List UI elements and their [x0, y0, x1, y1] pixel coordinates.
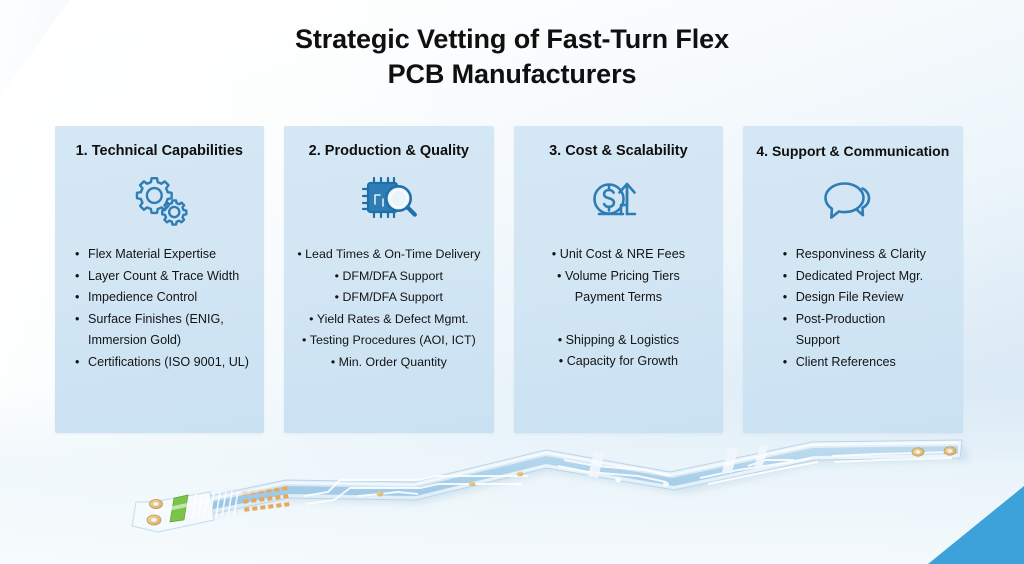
- list-item: Yield Rates & Defect Mgmt.: [292, 309, 487, 331]
- page-title: Strategic Vetting of Fast-Turn Flex PCB …: [0, 22, 1024, 92]
- list-item: Layer Count & Trace Width: [75, 266, 256, 288]
- list-item: DFM/DFA Support: [292, 287, 487, 309]
- card-item-list: Unit Cost & NRE Fees Volume Pricing Tier…: [522, 244, 715, 373]
- list-item: DFM/DFA Support: [292, 266, 487, 288]
- list-item: Shipping & Logistics: [522, 330, 715, 352]
- list-item: Certifications (ISO 9001, UL): [75, 352, 256, 374]
- list-item: Post-Production: [783, 309, 955, 331]
- list-item: Min. Order Quantity: [292, 352, 487, 374]
- list-item: Surface Finishes (ENIG,: [75, 309, 256, 331]
- card-item-list: Lead Times & On-Time Delivery DFM/DFA Su…: [292, 244, 487, 373]
- chip-magnifier-icon: [357, 172, 421, 228]
- card-item-list: Responviness & Clarity Dedicated Project…: [751, 244, 955, 373]
- pcb-via-pads: [376, 471, 669, 497]
- card-cost-scalability[interactable]: 3. Cost & Scalability Unit Cost & NRE Fe…: [514, 126, 723, 433]
- card-title: 4. Support & Communication: [756, 143, 950, 159]
- list-spacer: [522, 309, 715, 330]
- card-title: 1. Technical Capabilities: [75, 143, 243, 159]
- card-support-communication[interactable]: 4. Support & Communication Responviness …: [742, 126, 963, 433]
- card-item-list: Flex Material Expertise Layer Count & Tr…: [63, 244, 256, 373]
- list-item: Testing Procedures (AOI, ICT): [292, 330, 487, 352]
- list-item: Client References: [783, 352, 955, 374]
- list-item: Capacity for Growth: [522, 351, 715, 373]
- list-item: Flex Material Expertise: [75, 244, 256, 266]
- title-line-1: Strategic Vetting of Fast-Turn Flex: [294, 24, 730, 54]
- card-title: 3. Cost & Scalability: [549, 143, 688, 159]
- title-line-2: PCB Manufacturers: [387, 59, 637, 89]
- list-item: Design File Review: [783, 287, 955, 309]
- card-production-quality[interactable]: 2. Production & Quality: [283, 126, 495, 433]
- flex-pcb-photo: [131, 439, 970, 533]
- corner-accent-bottom-right: [928, 486, 1024, 564]
- list-item-continuation: Immersion Gold): [88, 333, 182, 347]
- card-title: 2. Production & Quality: [308, 143, 469, 159]
- dollar-growth-icon: [588, 172, 648, 228]
- speech-bubbles-icon: [822, 172, 884, 228]
- list-item: Unit Cost & NRE Fees: [522, 244, 715, 266]
- list-item: Impedience Control: [75, 287, 256, 309]
- card-row: 1. Technical Capabilities Flex Material …: [55, 126, 963, 433]
- list-item: Dedicated Project Mgr.: [783, 266, 955, 288]
- list-item-no-bullet: Payment Terms: [574, 290, 663, 304]
- pcb-highlight: [154, 442, 958, 514]
- list-item: Responviness & Clarity: [783, 244, 955, 266]
- card-technical-capabilities[interactable]: 1. Technical Capabilities Flex Material …: [55, 126, 264, 433]
- list-item-continuation: Support: [795, 333, 840, 347]
- list-item: Lead Times & On-Time Delivery: [292, 244, 487, 266]
- pcb-mounting-holes-left: [146, 499, 163, 526]
- pcb-mounting-holes-right: [911, 446, 957, 457]
- list-item: Volume Pricing Tiers: [522, 266, 715, 288]
- gears-icon: [128, 172, 190, 228]
